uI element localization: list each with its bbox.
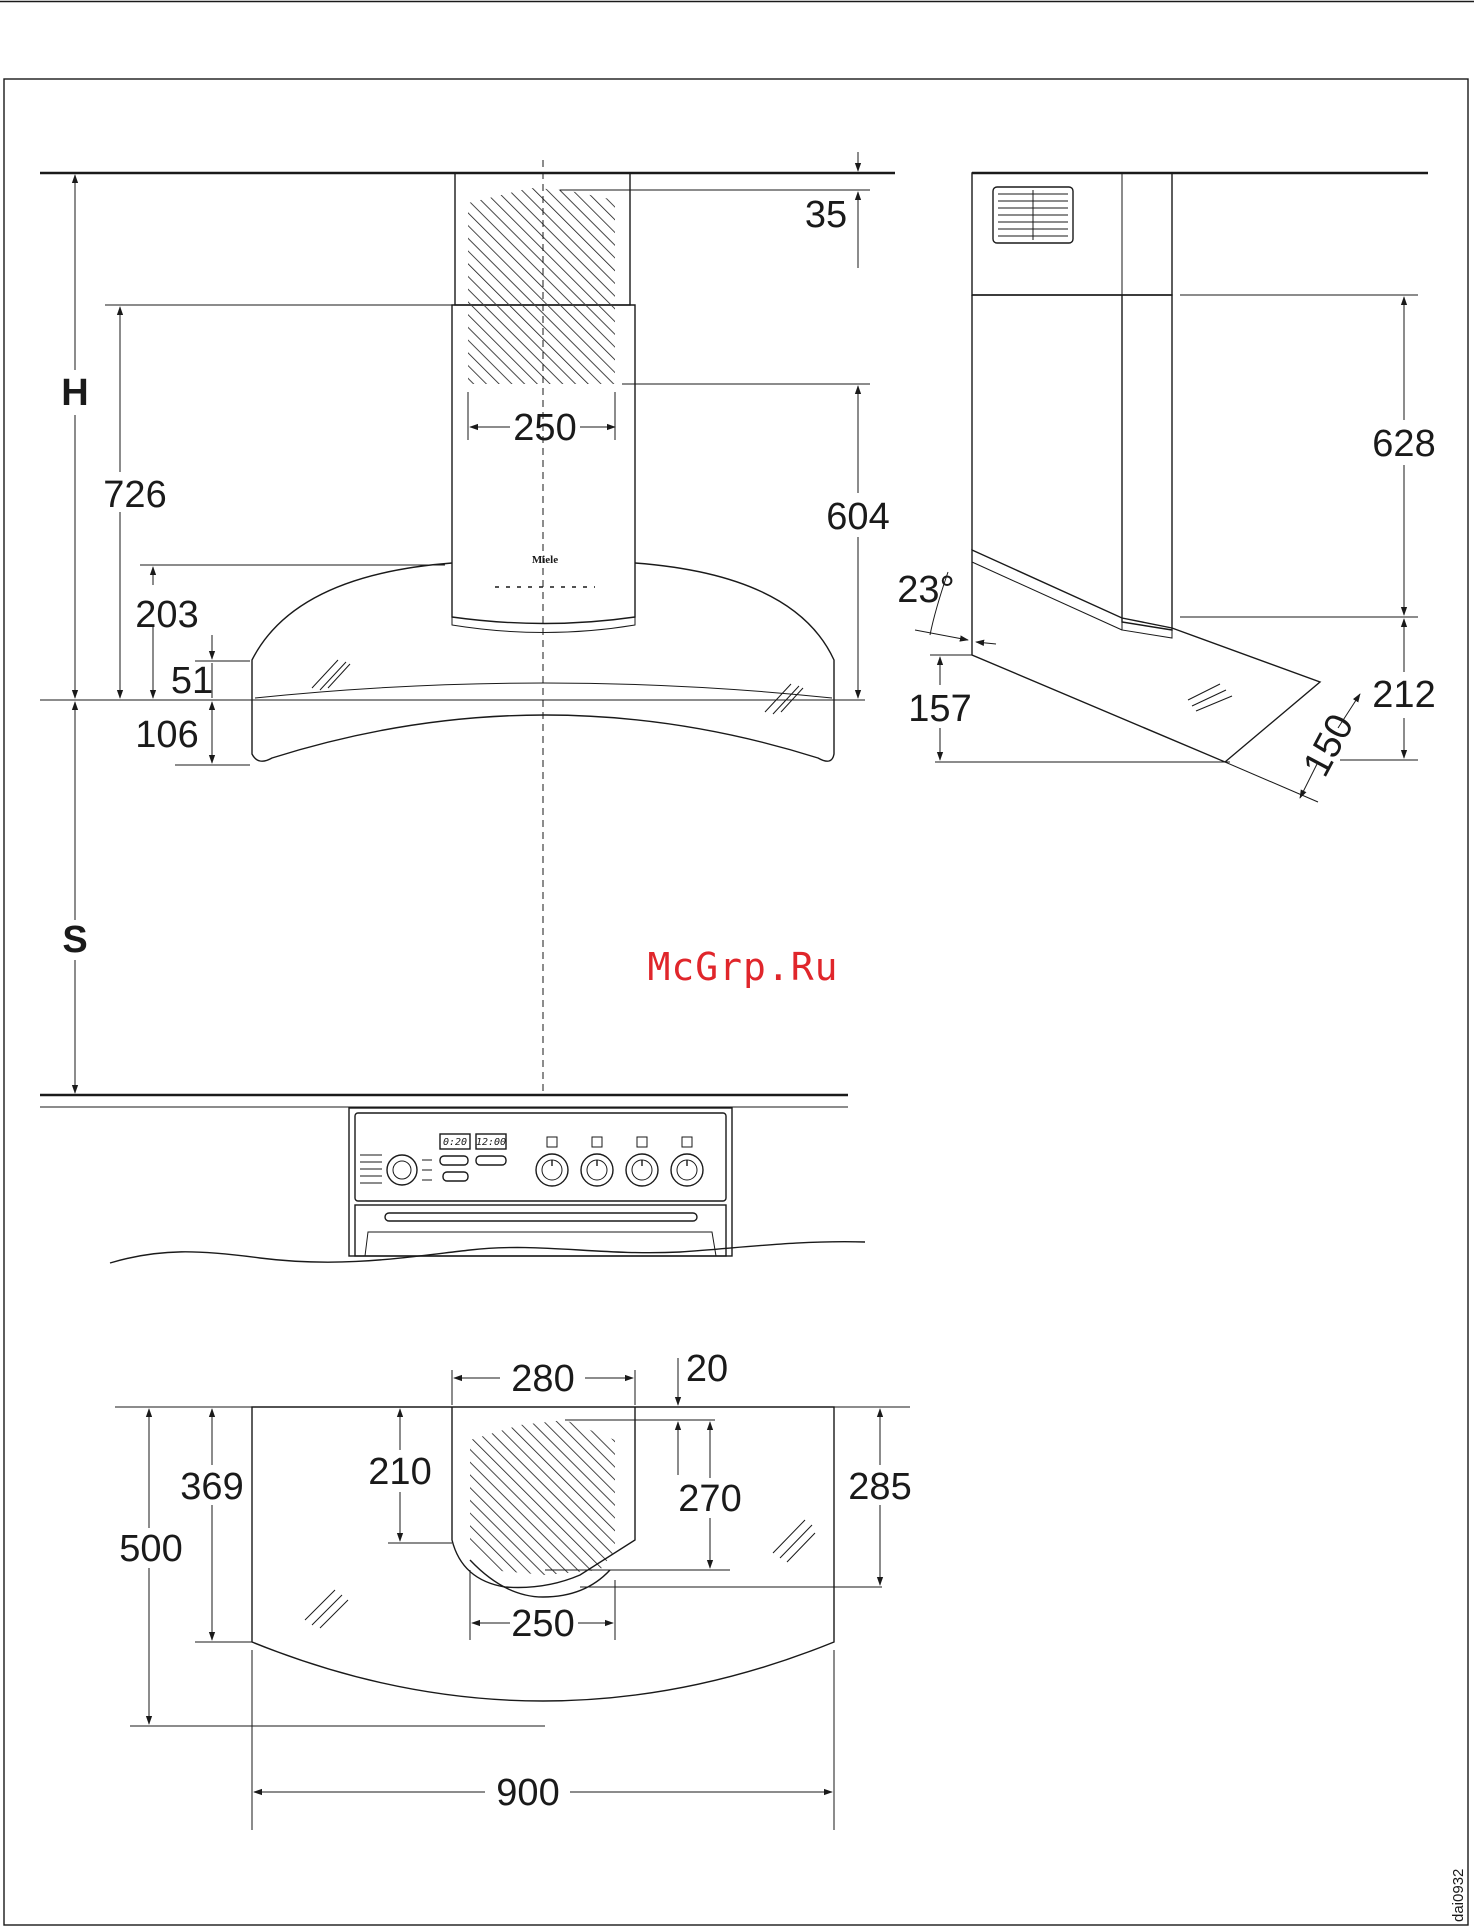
dim-angle: 23° bbox=[897, 569, 954, 611]
side-chimney-trim bbox=[1122, 622, 1172, 638]
selector-knob bbox=[387, 1155, 417, 1185]
cooktop-area: 0:20 12:00 bbox=[40, 1095, 865, 1263]
side-upper-chimney bbox=[972, 173, 1172, 295]
dim-157: 157 bbox=[908, 688, 971, 730]
angle-arrow-right bbox=[976, 642, 996, 644]
dim-369: 369 bbox=[180, 1466, 243, 1508]
glass-reflection-left bbox=[312, 660, 350, 690]
dim-250-front: 250 bbox=[513, 407, 576, 449]
dim-h-label: H bbox=[61, 372, 88, 414]
dim-726: 726 bbox=[103, 474, 166, 516]
angle-arrow-left bbox=[915, 630, 968, 640]
dim-20: 20 bbox=[686, 1348, 728, 1390]
dim-285: 285 bbox=[848, 1466, 911, 1508]
selector-scale bbox=[360, 1155, 432, 1183]
top-reflection-left bbox=[305, 1590, 348, 1628]
dim-106: 106 bbox=[135, 714, 198, 756]
top-view: 280 20 270 285 210 369 500 bbox=[115, 1348, 912, 1830]
dim-270: 270 bbox=[678, 1478, 741, 1520]
watermark: McGrp.Ru bbox=[647, 945, 838, 989]
vent-grille bbox=[993, 187, 1073, 243]
side-canopy-top-edge bbox=[972, 562, 1122, 630]
top-reflection-right bbox=[773, 1520, 815, 1562]
selector-knob-inner bbox=[393, 1161, 411, 1179]
dim-628: 628 bbox=[1372, 423, 1435, 465]
side-glass-canopy bbox=[972, 550, 1320, 762]
side-lower-chimney bbox=[972, 295, 1172, 630]
upper-chimney-hatch bbox=[468, 188, 615, 304]
dim-500: 500 bbox=[119, 1528, 182, 1570]
dim-203: 203 bbox=[135, 594, 198, 636]
dim-s-label: S bbox=[62, 919, 87, 961]
timer-button bbox=[440, 1156, 468, 1165]
clock-button bbox=[476, 1156, 506, 1165]
dim-604: 604 bbox=[826, 496, 889, 538]
side-view: 628 212 157 23° 150 bbox=[897, 173, 1435, 802]
drawing-frame bbox=[4, 79, 1468, 1925]
dim-35: 35 bbox=[805, 194, 847, 236]
top-hatch bbox=[470, 1420, 615, 1575]
dim-51: 51 bbox=[171, 660, 213, 702]
dim-900: 900 bbox=[496, 1772, 559, 1814]
timer-display-value: 0:20 bbox=[443, 1137, 467, 1148]
brand-logo: Miele bbox=[532, 554, 558, 566]
lower-chimney-hatch bbox=[468, 306, 615, 384]
dim-212: 212 bbox=[1372, 674, 1435, 716]
glass-reflection-right bbox=[765, 684, 803, 714]
break-line bbox=[110, 1242, 865, 1263]
oven-light-button bbox=[443, 1172, 468, 1181]
oven-handle bbox=[385, 1213, 697, 1221]
dim-250-top: 250 bbox=[511, 1603, 574, 1645]
clock-display-value: 12:00 bbox=[476, 1137, 506, 1148]
hob-knobs bbox=[536, 1137, 703, 1186]
dim-280: 280 bbox=[511, 1358, 574, 1400]
dim-210: 210 bbox=[368, 1451, 431, 1493]
side-glass-reflection bbox=[1188, 684, 1232, 711]
dim-150: 150 bbox=[1295, 708, 1362, 784]
drawing-code: dai0932 bbox=[1450, 1869, 1467, 1922]
